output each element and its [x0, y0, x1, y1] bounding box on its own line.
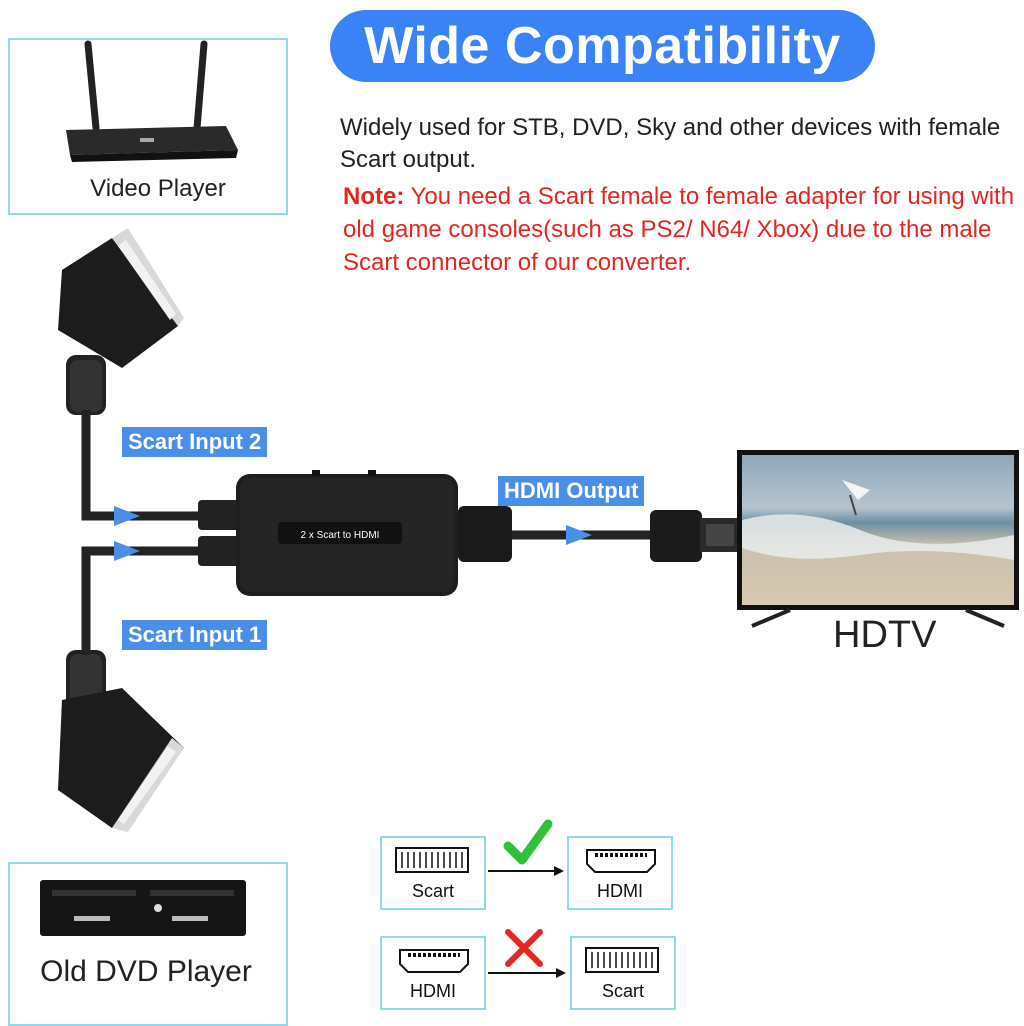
arrow-right-icon — [566, 525, 592, 545]
compat-arrow-2 — [488, 968, 566, 978]
converter-box — [198, 470, 458, 596]
check-icon — [503, 819, 553, 865]
video-player-icon — [66, 40, 238, 162]
compat-to-hdmi: HDMI — [567, 836, 673, 910]
dvd-player-icon — [40, 880, 246, 936]
hdtv-icon — [737, 450, 1019, 628]
scart-input-1-label: Scart Input 1 — [122, 620, 268, 650]
cross-icon — [505, 929, 543, 967]
hdmi-plug-right-icon — [650, 510, 738, 562]
compat-label: HDMI — [410, 981, 456, 1001]
page-title: Wide Compatibility — [330, 10, 875, 82]
note-label: Note: — [343, 183, 405, 210]
arrow-right-icon — [114, 506, 140, 526]
scart-port-icon — [585, 947, 659, 973]
hdmi-plug-left-icon — [458, 506, 512, 562]
compat-label: HDMI — [597, 881, 643, 901]
compat-from-hdmi: HDMI — [380, 936, 486, 1010]
note-body: You need a Scart female to female adapte… — [343, 183, 1015, 276]
converter-label: 2 x Scart to HDMI — [301, 530, 380, 541]
compat-label: Scart — [411, 881, 454, 901]
scart-input-2-label: Scart Input 2 — [122, 427, 268, 457]
hdmi-port-icon — [399, 949, 469, 973]
compat-from-scart: Scart — [380, 836, 486, 910]
note-text: Note: You need a Scart female to female … — [343, 180, 1018, 279]
scart-plug-top-icon — [58, 228, 184, 415]
hdmi-output-label: HDMI Output — [498, 476, 645, 506]
compat-label: Scart — [601, 981, 644, 1001]
scart-port-icon — [395, 847, 469, 873]
arrow-right-icon — [114, 541, 140, 561]
video-player-label: Video Player — [90, 175, 226, 202]
hdtv-label: HDTV — [833, 614, 937, 656]
scart-plug-bottom-icon — [58, 650, 184, 832]
compat-to-scart: Scart — [570, 936, 676, 1010]
description-text: Widely used for STB, DVD, Sky and other … — [340, 114, 1001, 173]
hdmi-port-icon — [586, 849, 656, 873]
compat-arrow-1 — [488, 866, 564, 876]
video-player-box — [8, 38, 288, 215]
dvd-player-label: Old DVD Player — [40, 955, 252, 988]
